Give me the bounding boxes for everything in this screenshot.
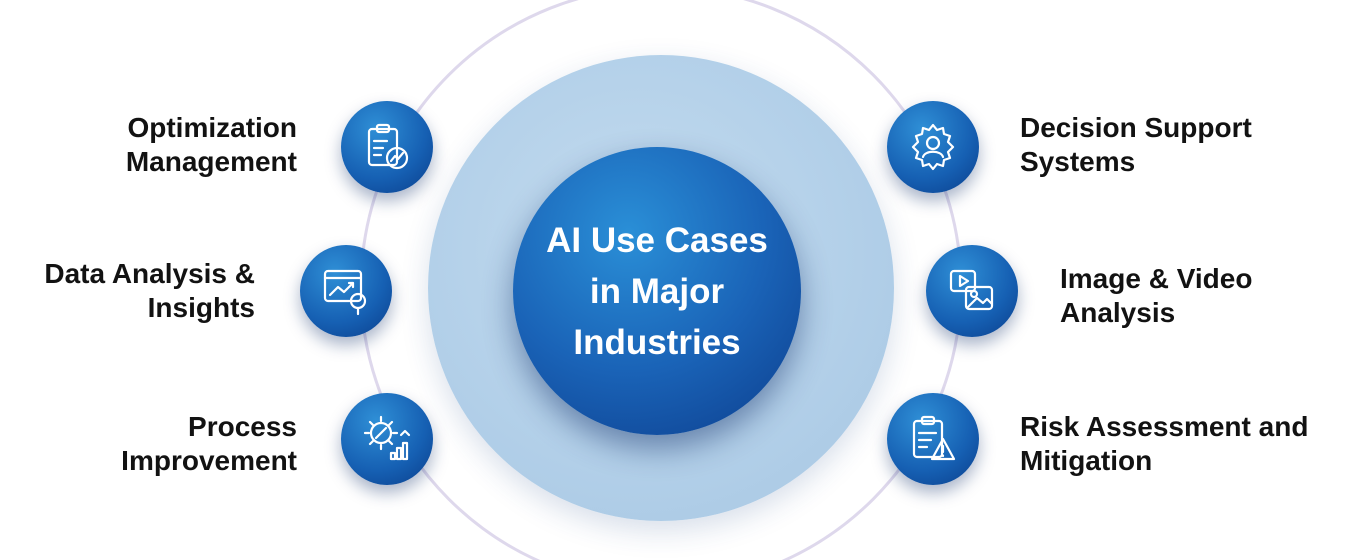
gear-wrench-growth-icon: [363, 415, 411, 461]
center-circle: AI Use Cases in Major Industries: [513, 147, 801, 435]
label-risk-assessment-mitigation: Risk Assessment and Mitigation: [1020, 411, 1309, 476]
node-data-analysis-insights: [300, 245, 392, 337]
clipboard-chart-icon: [367, 123, 409, 170]
image-video-icon: [949, 269, 994, 311]
label-image-video-analysis: Image & Video Analysis: [1060, 263, 1253, 328]
label-data-analysis-insights: Data Analysis & Insights: [44, 258, 255, 323]
node-image-video-analysis: [926, 245, 1018, 337]
node-decision-support-systems: [887, 101, 979, 193]
label-process-improvement: Process Improvement: [121, 411, 297, 476]
label-decision-support-systems: Decision Support Systems: [1020, 112, 1252, 177]
node-risk-assessment-mitigation: [887, 393, 979, 485]
label-optimization-management: Optimization Management: [125, 112, 297, 177]
node-process-improvement: [341, 393, 433, 485]
center-title: AI Use Cases in Major Industries: [546, 220, 768, 362]
clipboard-warning-icon: [912, 415, 956, 461]
gear-person-icon: [911, 123, 955, 171]
analytics-search-icon: [323, 269, 367, 316]
node-optimization-management: [341, 101, 433, 193]
